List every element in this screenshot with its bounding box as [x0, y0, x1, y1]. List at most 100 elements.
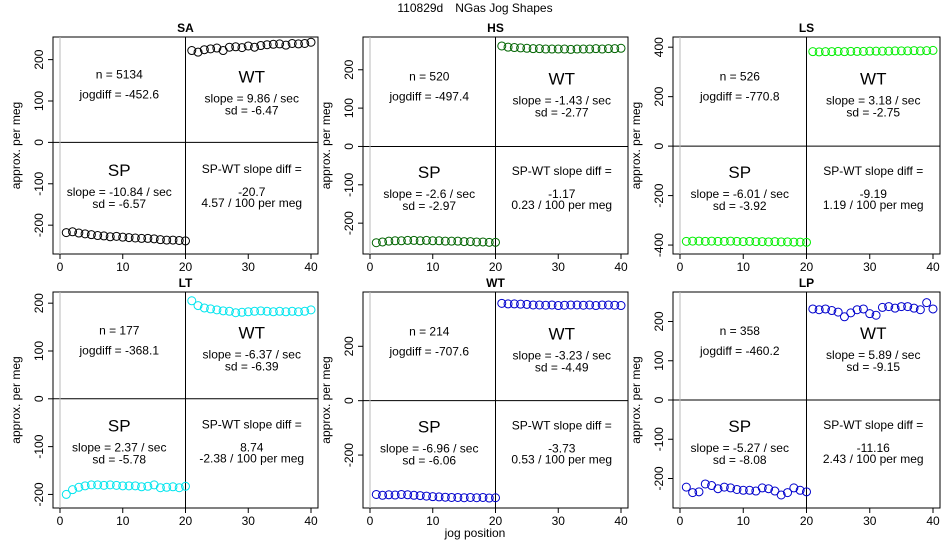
wt-label: WT — [239, 323, 265, 342]
x-tick-label: 20 — [489, 514, 503, 528]
data-point — [846, 46, 856, 56]
x-tick-label: 30 — [863, 260, 877, 274]
data-point — [516, 299, 526, 309]
data-point — [250, 306, 260, 316]
data-point — [206, 304, 216, 314]
wt-sd: sd = -6.47 — [225, 104, 279, 118]
data-point — [472, 237, 482, 247]
data-point — [130, 233, 140, 243]
data-point — [390, 236, 400, 246]
data-point — [553, 44, 563, 54]
data-point — [268, 307, 278, 317]
data-point — [440, 236, 450, 246]
x-tick-label: 0 — [57, 514, 64, 528]
data-point — [814, 305, 824, 315]
data-point — [287, 38, 297, 48]
data-point — [541, 44, 551, 54]
data-point — [403, 235, 413, 245]
sp-label: SP — [418, 163, 441, 182]
data-point — [528, 44, 538, 54]
sp-label: SP — [418, 417, 441, 436]
data-point — [218, 306, 228, 316]
wt-sd: sd = -9.15 — [846, 360, 900, 374]
data-point — [776, 490, 786, 500]
data-point — [719, 482, 729, 492]
data-point — [268, 39, 278, 49]
data-point — [99, 480, 109, 490]
data-point — [409, 235, 419, 245]
data-point — [111, 480, 121, 490]
data-point — [118, 232, 128, 242]
data-point — [808, 47, 818, 57]
data-point — [484, 493, 494, 503]
data-point — [130, 481, 140, 491]
data-point — [447, 492, 457, 502]
sp-sd: sd = -2.97 — [402, 199, 456, 213]
data-point — [884, 302, 894, 312]
data-point — [776, 237, 786, 247]
wt-sd: sd = -2.75 — [846, 106, 900, 120]
data-point — [231, 42, 241, 52]
data-point — [616, 301, 626, 311]
y-axis-label: approx. per meg — [319, 102, 333, 189]
data-point — [789, 237, 799, 247]
stat-jogdiff: jogdiff = -707.6 — [388, 344, 469, 358]
data-point — [384, 490, 394, 500]
data-point — [553, 301, 563, 311]
data-point — [509, 299, 519, 309]
y-tick-label: -400 — [652, 233, 666, 257]
y-tick-label: -200 — [652, 466, 666, 490]
data-point — [86, 230, 96, 240]
x-tick-label: 0 — [57, 260, 64, 274]
data-point — [300, 306, 310, 316]
data-point — [802, 487, 811, 497]
data-point — [610, 44, 620, 54]
data-point — [193, 301, 203, 311]
y-tick-label: 200 — [32, 293, 46, 313]
x-tick-label: 30 — [242, 260, 256, 274]
data-point — [700, 236, 710, 246]
x-axis-label: jog position — [444, 526, 506, 540]
slope-diff-note: 0.23 / 100 per meg — [511, 198, 612, 212]
x-tick-label: 20 — [179, 514, 193, 528]
data-point — [839, 312, 849, 322]
y-tick-label: -200 — [32, 213, 46, 237]
stat-n: n = 177 — [99, 323, 140, 337]
wt-slope: slope = -3.23 / sec — [513, 348, 611, 362]
data-point — [884, 46, 894, 56]
x-tick-label: 40 — [304, 260, 318, 274]
data-point — [262, 40, 272, 50]
y-tick-label: 200 — [652, 311, 666, 331]
data-point — [287, 306, 297, 316]
x-tick-label: 20 — [489, 260, 503, 274]
y-tick-label: 200 — [342, 336, 356, 356]
x-tick-label: 10 — [426, 514, 440, 528]
x-tick-label: 10 — [426, 260, 440, 274]
data-point — [149, 234, 159, 244]
data-point — [281, 40, 291, 50]
data-point — [681, 236, 691, 246]
data-point — [903, 46, 913, 56]
y-tick-label: 200 — [32, 49, 46, 69]
panel-title: SA — [177, 21, 194, 35]
data-point — [306, 305, 316, 315]
y-tick-label: 400 — [652, 37, 666, 57]
data-point — [162, 482, 172, 492]
data-point — [428, 492, 438, 502]
y-tick-label: -100 — [32, 434, 46, 458]
data-point — [447, 236, 457, 246]
wt-slope: slope = -6.37 / sec — [203, 347, 301, 361]
data-point — [281, 307, 291, 317]
panel-title: HS — [487, 21, 504, 35]
data-point — [547, 44, 557, 54]
x-tick-label: 20 — [800, 514, 814, 528]
x-tick-label: 30 — [552, 514, 566, 528]
slope-diff-note: 4.57 / 100 per meg — [201, 196, 302, 210]
data-point — [143, 481, 153, 491]
y-tick-label: -100 — [342, 172, 356, 196]
data-point — [124, 481, 134, 491]
data-point — [174, 483, 184, 493]
